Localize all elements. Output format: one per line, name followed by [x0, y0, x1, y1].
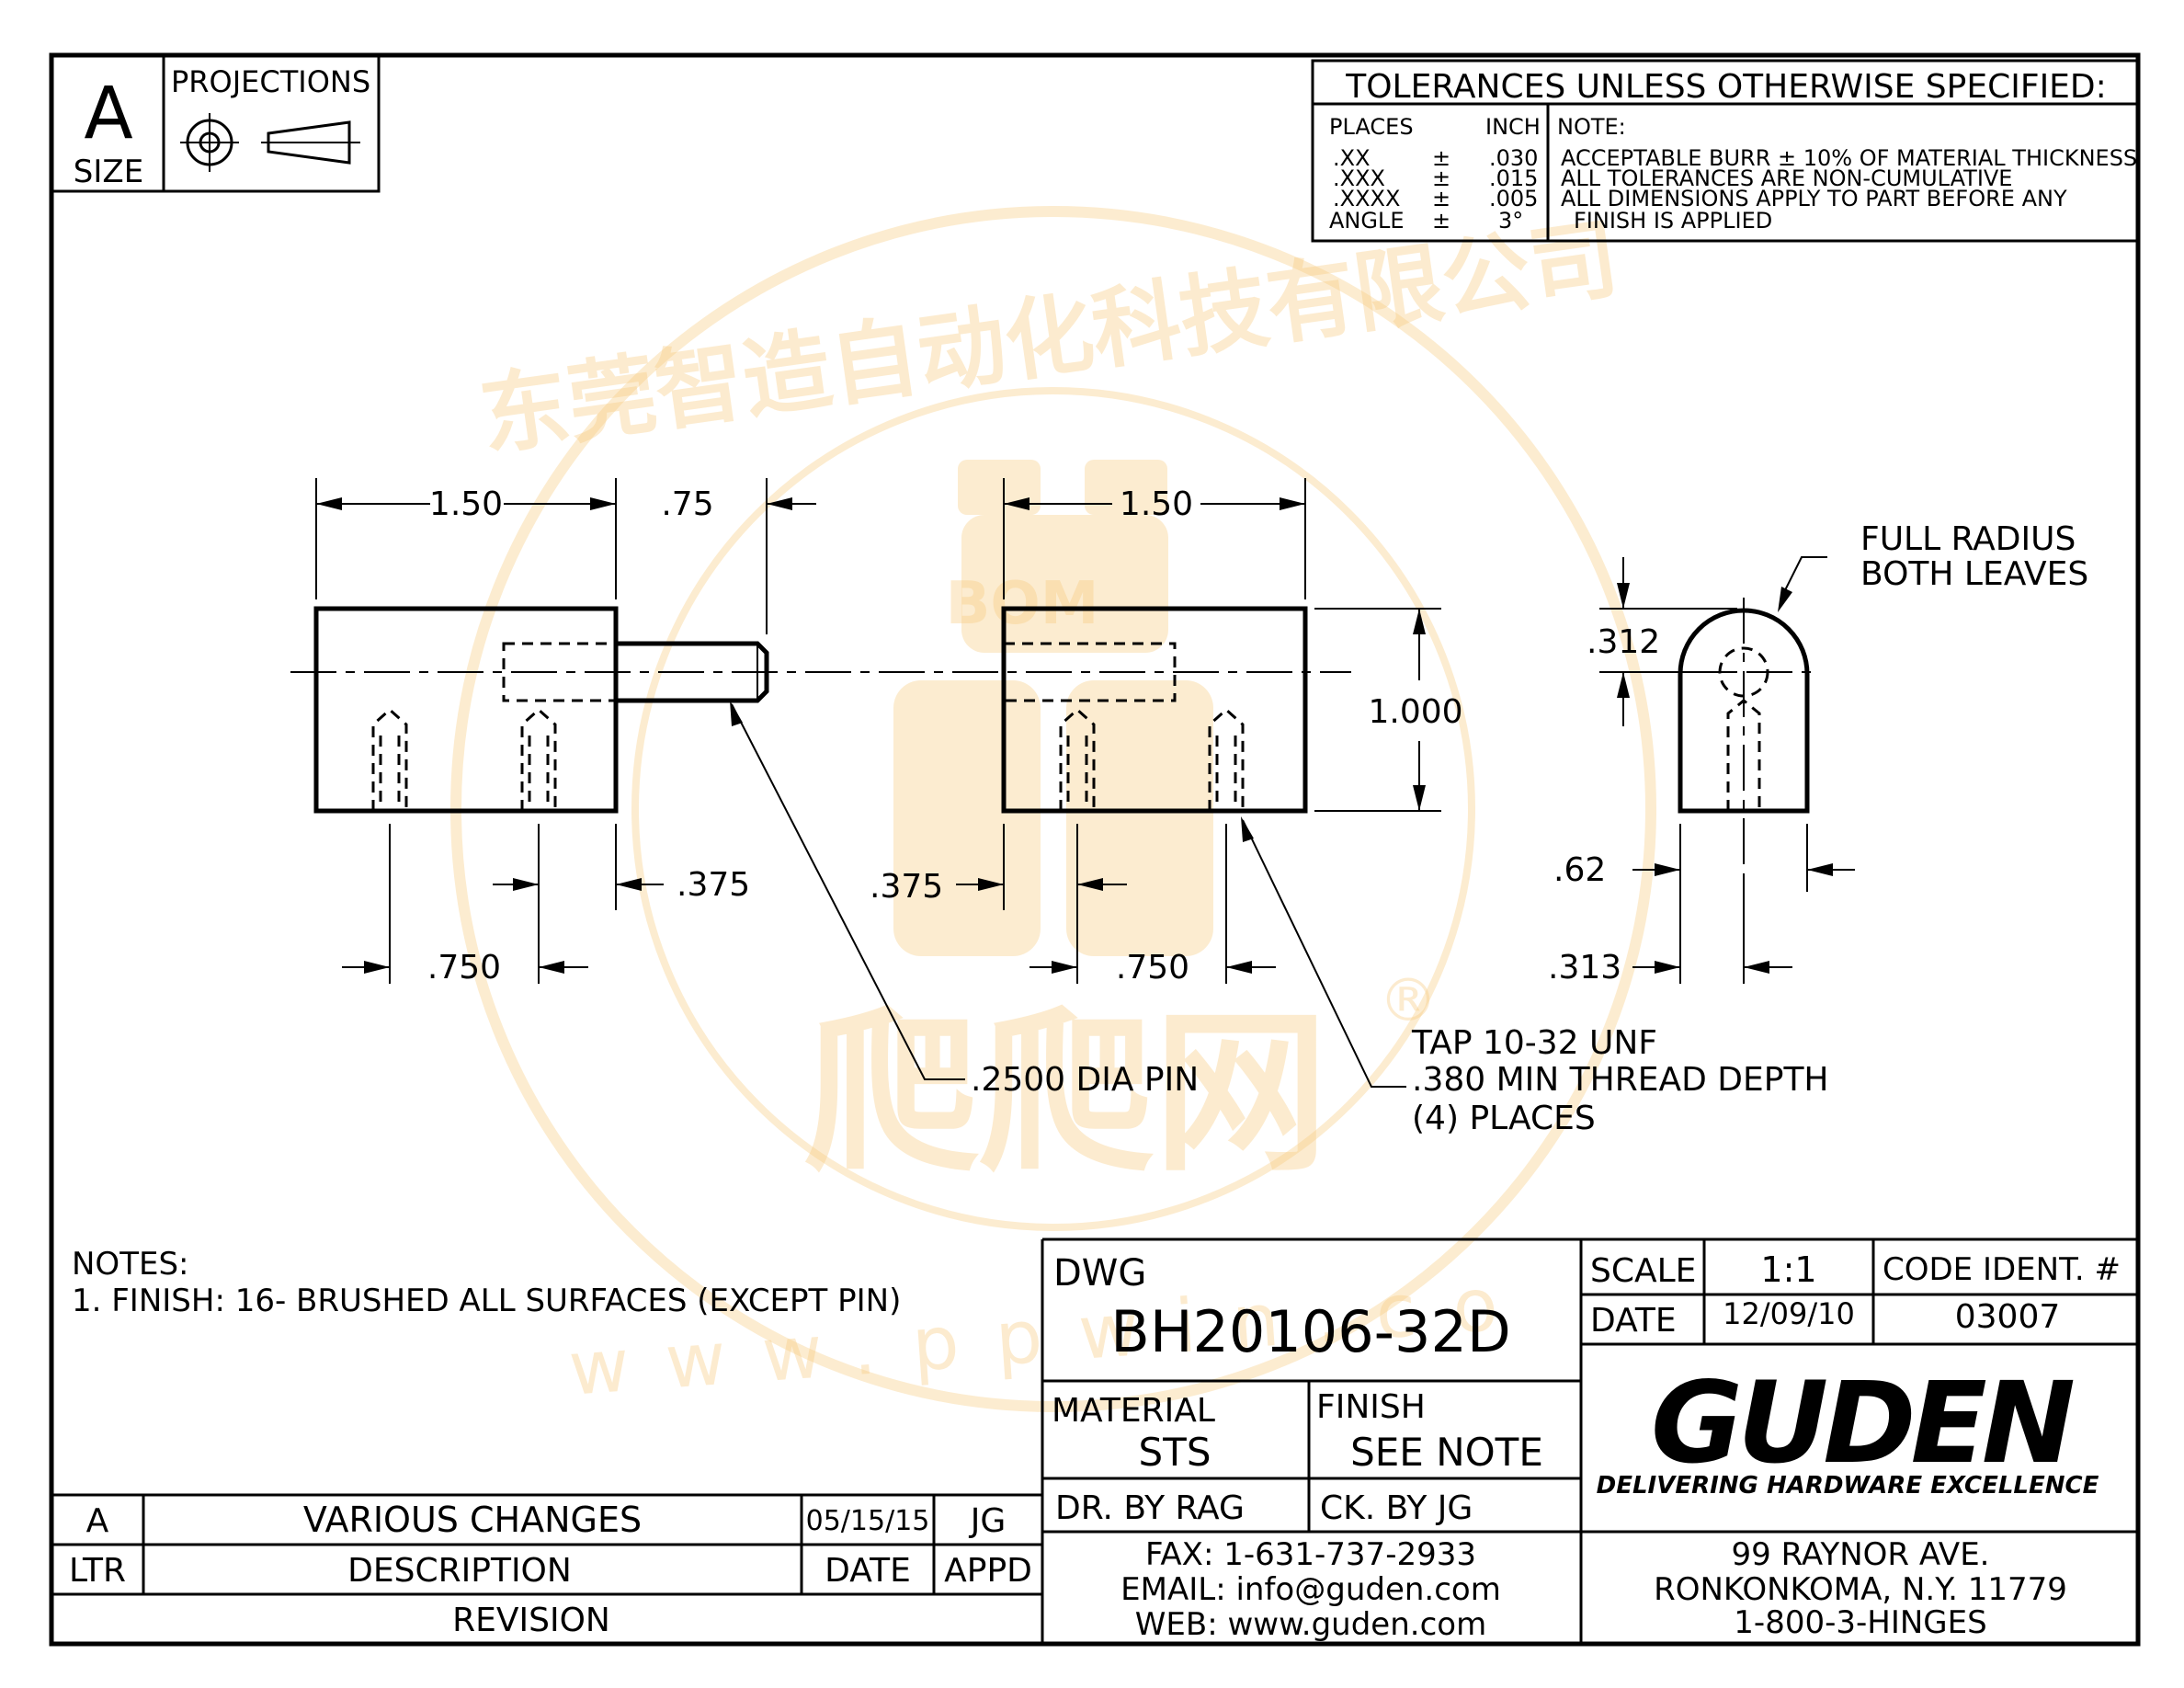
left-view-leaf-with-pin: [290, 606, 1351, 814]
dwg-label: DWG: [1053, 1252, 1146, 1295]
rev-footer: REVISION: [452, 1602, 610, 1639]
tol-place: .XXXX: [1333, 186, 1400, 211]
rev-ltr-header: LTR: [69, 1552, 126, 1590]
tapped-hole: [1208, 707, 1245, 811]
inch-header: INCH: [1485, 114, 1541, 140]
tol-note: ALL TOLERANCES ARE NON-CUMULATIVE: [1561, 165, 2012, 191]
dim-left-spacing: .750: [427, 949, 501, 987]
tol-place: .XX: [1333, 145, 1371, 171]
callouts: .2500 DIA PIN TAP 10-32 UNF .380 MIN THR…: [730, 520, 2088, 1137]
tol-pm: ±: [1432, 145, 1450, 171]
tol-value: .030: [1489, 145, 1538, 171]
tol-pm: ±: [1432, 165, 1450, 191]
title-block: DWG BH20106-32D MATERIAL STS FINISH SEE …: [1041, 1237, 2138, 1644]
places-header: PLACES: [1329, 114, 1414, 140]
size-projection-block: A SIZE PROJECTIONS: [50, 53, 381, 193]
tolerance-rows: .XX ± .030 .XXX ± .015 .XXXX ± .005 ANGL…: [1329, 145, 1538, 234]
dim-left-length: 1.50: [429, 485, 503, 523]
address-line-2: RONKONKOMA, N.Y. 11779: [1654, 1571, 2067, 1608]
tap-callout-line3: (4) PLACES: [1412, 1100, 1596, 1137]
dim-pin-length: .75: [661, 485, 713, 523]
dim-side-width: .62: [1553, 851, 1606, 889]
finish-label: FINISH: [1316, 1388, 1426, 1426]
tapped-hole: [1059, 707, 1096, 811]
tapped-hole: [371, 707, 408, 811]
tol-pm: ±: [1432, 186, 1450, 211]
address-line-1: 99 RAYNOR AVE.: [1732, 1536, 1990, 1573]
date-value: 12/09/10: [1723, 1296, 1855, 1331]
radius-callout-line2: BOTH LEAVES: [1860, 555, 2088, 593]
tol-value: .015: [1489, 165, 1538, 191]
company-logo: GUDEN: [1651, 1358, 2074, 1488]
tol-place: .XXX: [1333, 165, 1385, 191]
dim-left-offset: .375: [677, 866, 750, 904]
size-label: SIZE: [74, 154, 143, 190]
dim-mid-offset: .375: [870, 868, 943, 906]
dim-side-half: .313: [1548, 949, 1621, 987]
drawing-frame: [49, 52, 2141, 1647]
tolerances-title: TOLERANCES UNLESS OTHERWISE SPECIFIED:: [1345, 68, 2107, 106]
material-label: MATERIAL: [1052, 1392, 1215, 1430]
phone: 1-800-3-HINGES: [1734, 1604, 1986, 1641]
rev-appd-header: APPD: [944, 1552, 1032, 1590]
fax: FAX: 1-631-737-2933: [1145, 1536, 1476, 1573]
dim-right-length: 1.50: [1120, 485, 1193, 523]
email: EMAIL: info@guden.com: [1120, 1571, 1501, 1608]
scale-value: 1:1: [1760, 1249, 1816, 1290]
dimension-lines: 1.50 .75 1.50 1.000 .375: [315, 478, 1855, 987]
middle-view-leaf: [1001, 606, 1308, 814]
material-value: STS: [1139, 1430, 1211, 1475]
tap-callout-line2: .380 MIN THREAD DEPTH: [1412, 1061, 1829, 1099]
rev-description-header: DESCRIPTION: [347, 1552, 572, 1590]
first-angle-projection-icon: [180, 113, 360, 172]
notes-title: NOTES:: [72, 1246, 188, 1283]
code-ident-value: 03007: [1955, 1298, 2061, 1336]
tol-place: ANGLE: [1329, 208, 1405, 234]
dim-height: 1.000: [1368, 693, 1462, 731]
finish-value: SEE NOTE: [1350, 1430, 1543, 1475]
checked-by: CK. BY JG: [1320, 1489, 1473, 1527]
tol-note: ALL DIMENSIONS APPLY TO PART BEFORE ANY: [1561, 186, 2067, 211]
tapped-hole: [520, 707, 557, 811]
watermark-registered: ®: [1379, 967, 1438, 1035]
scale-label: SCALE: [1590, 1252, 1696, 1290]
tol-pm: ±: [1432, 208, 1450, 234]
rev-date: 05/15/15: [806, 1505, 930, 1537]
size-letter: A: [84, 73, 132, 155]
radius-callout-line1: FULL RADIUS: [1860, 520, 2076, 558]
watermark-brand-cn: 爬爬网: [804, 992, 1328, 1195]
code-ident-label: CODE IDENT. #: [1883, 1251, 2121, 1288]
company-tagline: DELIVERING HARDWARE EXCELLENCE: [1597, 1472, 2099, 1500]
rev-description: VARIOUS CHANGES: [303, 1500, 642, 1540]
date-label: DATE: [1590, 1302, 1677, 1340]
rev-date-header: DATE: [825, 1552, 911, 1590]
side-view: [1673, 598, 1815, 883]
revision-block: A VARIOUS CHANGES 05/15/15 JG LTR DESCRI…: [51, 1493, 1042, 1639]
drawn-by: DR. BY RAG: [1055, 1489, 1245, 1527]
dim-radius: .312: [1587, 623, 1660, 661]
dwg-number: BH20106-32D: [1110, 1298, 1510, 1365]
pin-callout: .2500 DIA PIN: [971, 1061, 1199, 1099]
dim-mid-spacing: .750: [1116, 949, 1189, 987]
watermark-company-cn: 东莞智造自动化科技有限公司: [474, 207, 1624, 469]
rev-appd: JG: [969, 1502, 1007, 1540]
rev-ltr: A: [86, 1502, 109, 1540]
tol-note-header: NOTE:: [1557, 114, 1626, 140]
tol-note: ACCEPTABLE BURR ± 10% OF MATERIAL THICKN…: [1561, 145, 2137, 171]
web: WEB: www.guden.com: [1135, 1606, 1486, 1643]
tap-callout-line1: TAP 10-32 UNF: [1411, 1024, 1657, 1062]
tol-note: FINISH IS APPLIED: [1574, 208, 1772, 234]
projections-label: PROJECTIONS: [171, 64, 370, 99]
tol-value: 3°: [1498, 208, 1523, 234]
tol-value: .005: [1489, 186, 1538, 211]
watermark-badge: BOM: [946, 570, 1099, 638]
note-line-1: 1. FINISH: 16- BRUSHED ALL SURFACES (EXC…: [72, 1283, 901, 1319]
tolerances-block: TOLERANCES UNLESS OTHERWISE SPECIFIED: P…: [1311, 59, 2140, 243]
